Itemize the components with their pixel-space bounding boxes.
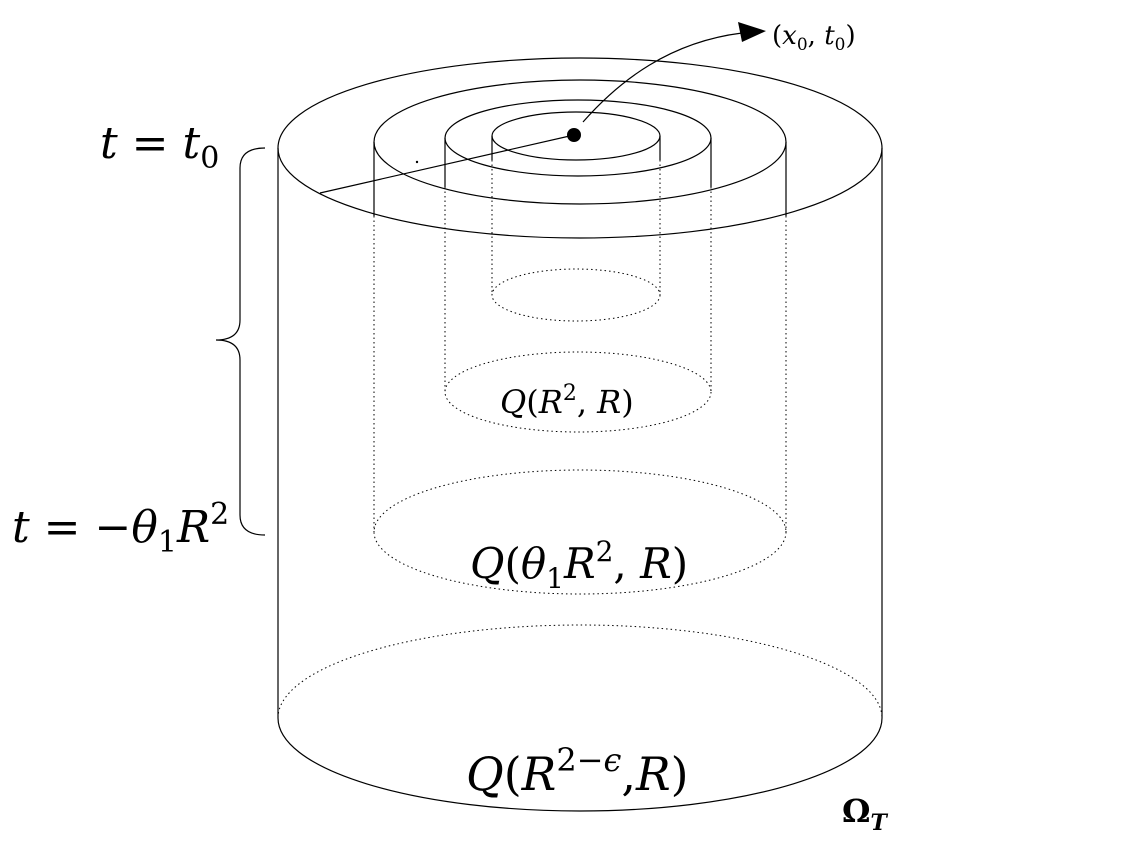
pointer-arrow-curve [582,32,743,123]
middle-bottom-ellipse [373,469,787,595]
outer-bottom-front-arc [277,717,883,812]
inner-bottom-ellipse [444,351,712,433]
innermost-bottom-ellipse [491,268,661,322]
middle-cylinder [373,79,787,595]
middle-top-ellipse [373,79,787,205]
outer-cylinder [277,57,883,812]
small-mark [415,160,419,164]
label-time-top: t = t0 [100,118,219,176]
outer-bottom-back-arc [277,624,883,719]
label-inner-cylinder: Q(R2, R) [500,381,634,421]
time-brace [215,147,266,536]
inner-cylinder [444,99,712,433]
label-outer-cylinder: Q(R2−ϵ,R) [466,741,689,801]
label-middle-cylinder: Q(θ1R2, R) [470,535,688,595]
center-point [567,128,581,142]
label-time-bottom: t = −θ1R2 [12,497,229,560]
label-top-point: (x0, t0) [772,21,856,55]
radius-line [319,134,575,194]
label-domain: ΩT [842,792,888,836]
pointer-arrow-head [738,22,766,42]
innermost-cylinder [491,111,661,322]
outer-top-ellipse [277,57,883,239]
